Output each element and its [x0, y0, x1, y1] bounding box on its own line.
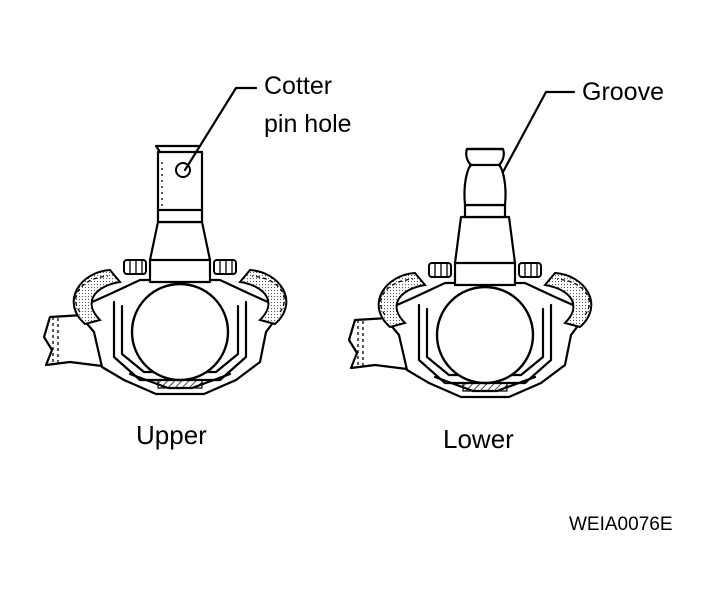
upper-ball-joint	[42, 144, 288, 396]
cotter-label: Cotter	[264, 72, 333, 100]
groove-label: Groove	[582, 78, 664, 106]
lower-ball-joint	[347, 147, 593, 399]
upper-caption: Upper	[136, 420, 207, 450]
pin-hole-label: pin hole	[264, 110, 352, 138]
lower-caption: Lower	[443, 424, 514, 454]
cotter-leader-line	[183, 86, 258, 172]
groove-leader-line	[501, 90, 576, 174]
figure-code: WEIA0076E	[569, 514, 673, 535]
